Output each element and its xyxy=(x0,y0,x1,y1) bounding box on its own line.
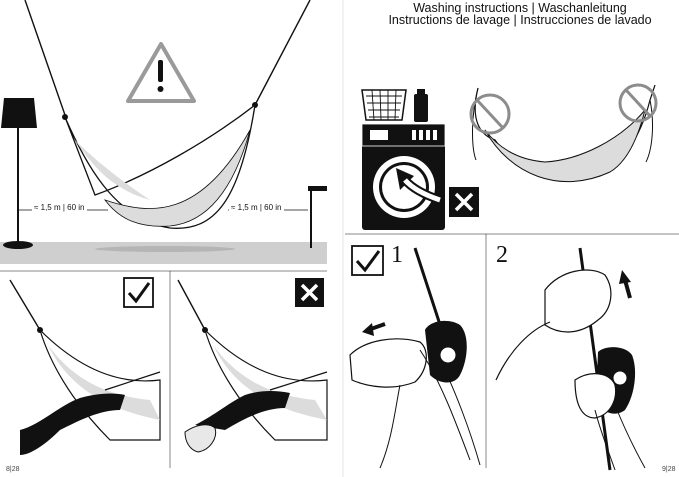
arrow-icon xyxy=(362,322,386,336)
floor-lamp-icon xyxy=(1,98,37,249)
washing-instructions-subtitle: Instructions de lavage | Instrucciones d… xyxy=(388,13,652,27)
correct-usage-panel xyxy=(9,277,161,455)
setup-panel xyxy=(0,0,327,264)
checkmark-icon xyxy=(123,277,154,308)
page-number-left: 8|28 xyxy=(6,466,20,473)
cross-icon xyxy=(449,187,479,217)
no-symbol-icon xyxy=(618,83,658,123)
no-symbol-icon xyxy=(469,93,511,135)
measurement-label-right: ≈ 1,5 m | 60 in xyxy=(229,203,284,212)
hand-icon xyxy=(544,269,612,333)
arrow-icon xyxy=(396,168,442,205)
step-2-panel xyxy=(495,247,646,471)
hand-icon xyxy=(349,338,427,388)
measurement-label-left: ≈ 1,5 m | 60 in xyxy=(32,203,87,212)
side-table-icon xyxy=(308,186,327,248)
step-number-2: 2 xyxy=(496,242,508,268)
arrow-icon xyxy=(619,270,632,299)
floor xyxy=(0,242,327,264)
step-number-1: 1 xyxy=(391,242,403,268)
step-1-panel xyxy=(349,245,481,469)
cross-icon xyxy=(295,278,324,307)
laundry-basket-icon xyxy=(361,89,407,121)
incorrect-usage-panel xyxy=(177,278,328,453)
washing-instructions-title: Washing instructions | Waschanleitung xyxy=(413,1,627,15)
page-number-right: 9|28 xyxy=(662,466,676,473)
detergent-bottle-icon xyxy=(414,89,428,122)
washing-panel xyxy=(361,83,658,230)
checkmark-icon xyxy=(351,245,384,276)
warning-icon xyxy=(126,42,196,103)
